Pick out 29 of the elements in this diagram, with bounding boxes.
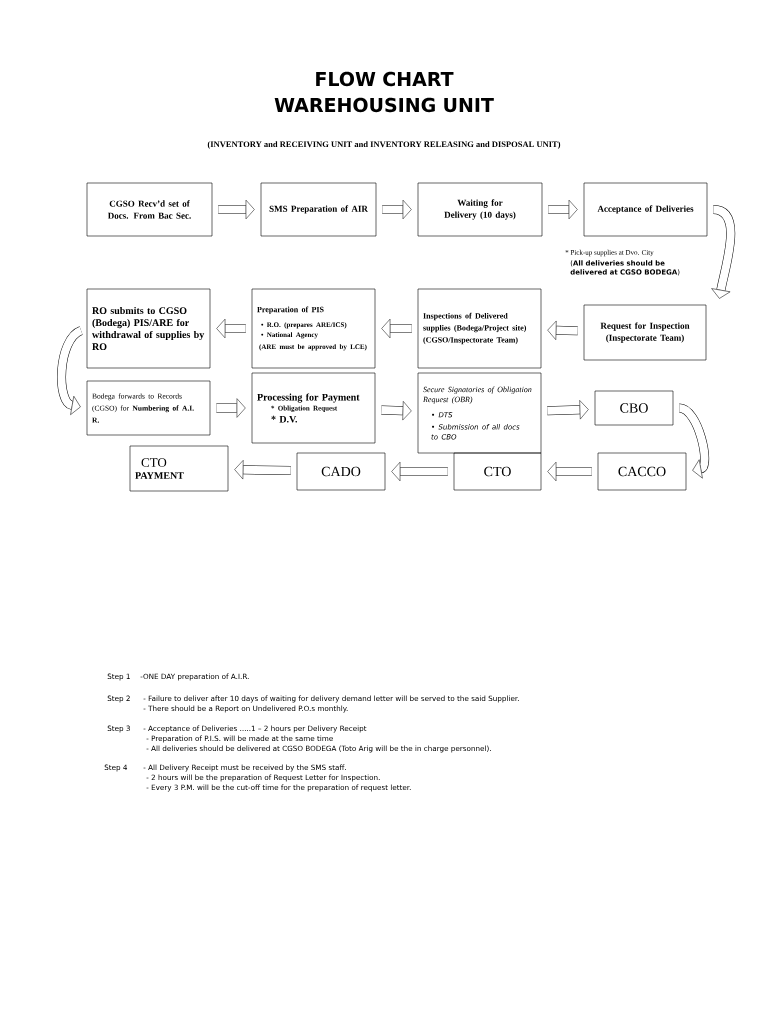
block-arrow bbox=[218, 199, 255, 220]
process-box: SMS Preparation of AIR bbox=[260, 182, 377, 237]
process-box: Acceptance of Deliveries bbox=[583, 182, 708, 237]
process-box: CADO bbox=[296, 452, 386, 491]
process-box: Inspections of Delivered supplies (Bodega/Project site) (CGSO/Inspectorate Team) bbox=[417, 288, 542, 369]
block-arrow bbox=[711, 205, 736, 299]
process-box: CACCO bbox=[597, 452, 687, 491]
block-arrow bbox=[548, 199, 578, 220]
block-arrow bbox=[216, 398, 246, 418]
process-box: Waiting for Delivery (10 days) bbox=[417, 182, 543, 237]
process-box: CGSO Recv’d set of Docs. From Bac Sec. bbox=[86, 182, 213, 237]
process-box: CTO bbox=[453, 452, 542, 491]
process-box: CBO bbox=[594, 390, 674, 426]
title: FLOW CHART WAREHOUSING UNIT bbox=[274, 71, 494, 113]
process-box: RO submits to CGSO (Bodega) PIS/ARE for withdrawal of supplies by RO bbox=[86, 288, 211, 369]
process-box: CTO PAYMENT bbox=[129, 445, 229, 492]
process-box: Request for Inspection (Inspectorate Team) bbox=[583, 304, 707, 361]
block-arrow bbox=[547, 461, 592, 482]
subtitle: (INVENTORY and RECEIVING UNIT and INVENTORY RELEASING and DISPOSAL UNIT) bbox=[207, 141, 561, 149]
block-arrow bbox=[57, 326, 84, 415]
block-arrow bbox=[382, 199, 412, 220]
block-arrow bbox=[234, 460, 291, 480]
block-arrow bbox=[391, 461, 448, 482]
block-arrow bbox=[216, 318, 246, 339]
block-arrow bbox=[678, 403, 710, 479]
block-arrow bbox=[547, 320, 578, 340]
block-arrow bbox=[381, 401, 412, 421]
block-arrow bbox=[547, 400, 589, 420]
block-arrow bbox=[381, 318, 412, 339]
